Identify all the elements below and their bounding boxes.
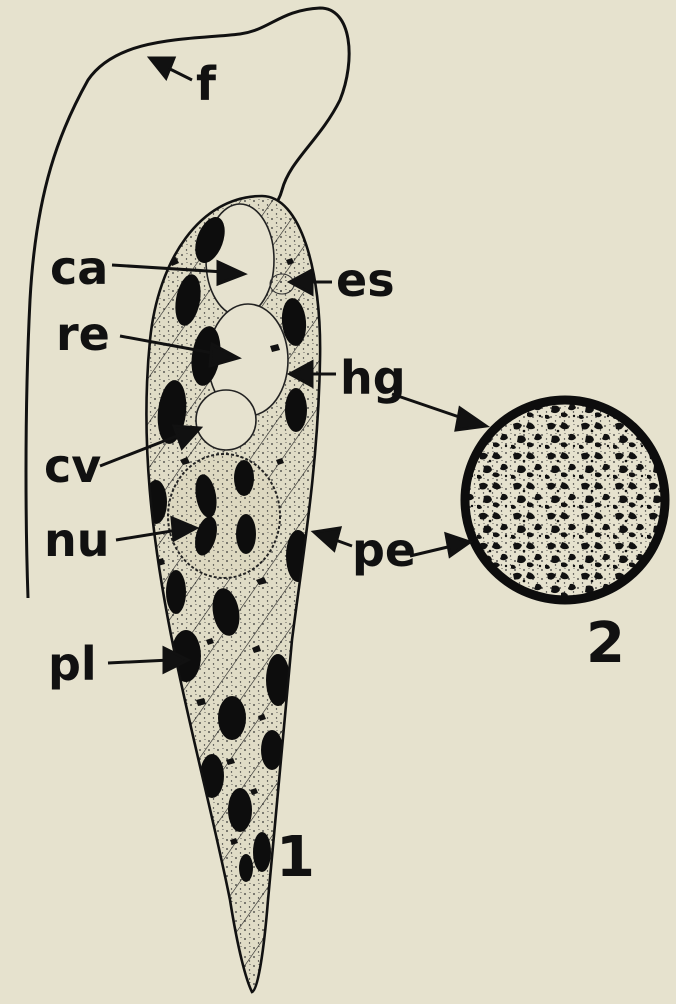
label-f: f bbox=[196, 57, 217, 111]
label-es: es bbox=[336, 253, 395, 307]
label-hg: hg bbox=[340, 351, 406, 405]
label-nu: nu bbox=[44, 513, 110, 567]
figure-number-1: 1 bbox=[276, 825, 315, 890]
figure-number-2: 2 bbox=[586, 611, 625, 676]
round-body bbox=[465, 400, 665, 600]
label-pe: pe bbox=[352, 523, 416, 577]
label-ca: ca bbox=[50, 241, 108, 295]
eyespot bbox=[270, 274, 294, 294]
contractile-vacuole bbox=[196, 390, 256, 450]
label-re: re bbox=[56, 307, 110, 361]
label-pl: pl bbox=[48, 637, 97, 691]
label-cv: cv bbox=[44, 439, 101, 493]
cell-body bbox=[120, 180, 350, 1004]
